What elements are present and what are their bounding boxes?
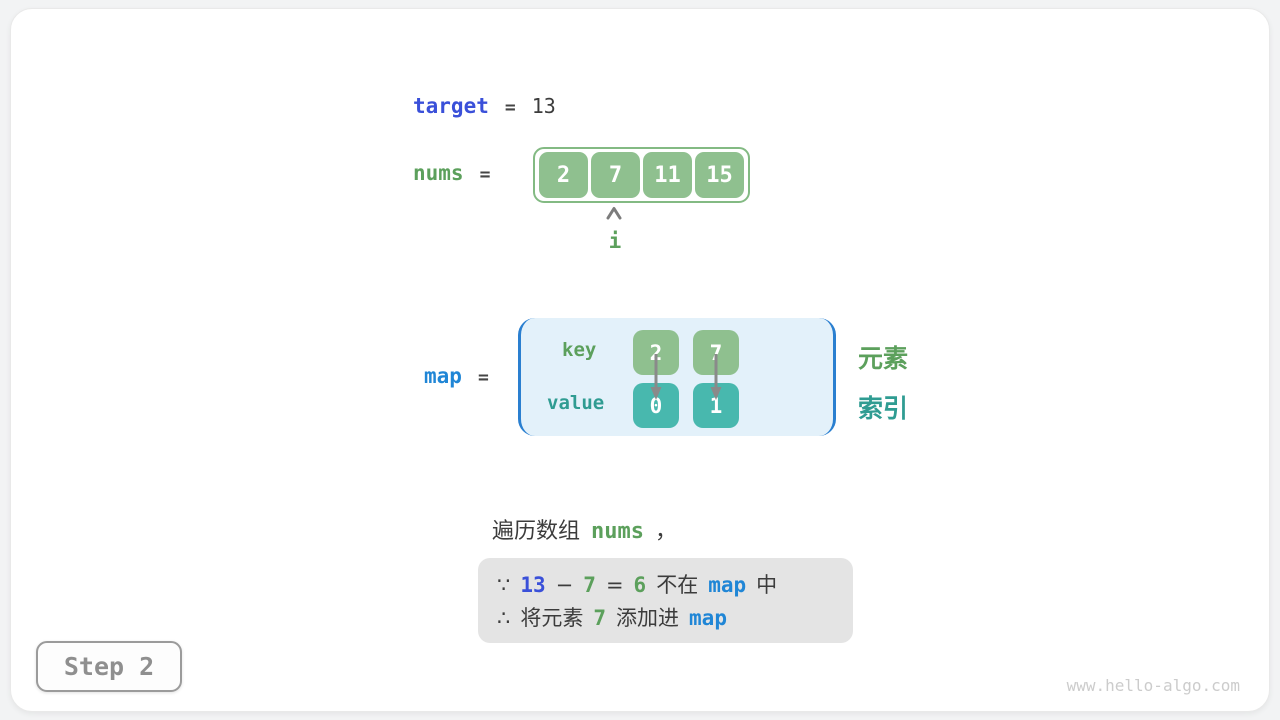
minus-sign: − [555, 573, 574, 597]
into-text: 添加进 [616, 606, 680, 630]
minuend-value: 13 [520, 573, 546, 597]
step-badge: Step 2 [36, 641, 182, 692]
caption-nums-keyword: nums [591, 519, 644, 544]
array-cell: 2 [539, 152, 588, 198]
index-pointer-label: i [608, 229, 622, 253]
key-to-value-arrow-icon [650, 354, 662, 400]
element-label: 元素 [858, 344, 909, 373]
map-key-cell: 7 [693, 330, 739, 375]
caption-comma: ， [655, 519, 678, 544]
key-to-value-arrow-icon [710, 354, 722, 400]
add-text: 将元素 [520, 606, 584, 630]
not-in-text: 不在 [656, 573, 699, 597]
map-keyword: map [424, 364, 462, 388]
conclusion-note: ∵ 13 − 7 = 6 不在 map 中 ∴ 将元素 7 添加进 map [478, 558, 853, 643]
element-value: 7 [593, 606, 607, 630]
equals-sign: = [504, 97, 516, 118]
because-symbol: ∵ [497, 573, 511, 597]
equals-sign: = [479, 164, 491, 185]
map-key-row-label: key [562, 339, 597, 361]
map-container: key value 2 7 0 1 [518, 318, 836, 436]
conclusion-line-2: ∴ 将元素 7 添加进 map [497, 603, 834, 633]
target-value: 13 [531, 94, 556, 118]
array-cell: 7 [591, 152, 640, 198]
array-cell: 11 [643, 152, 692, 198]
equals-sign: = [477, 367, 489, 388]
caption-line: 遍历数组 nums ， [492, 513, 677, 545]
therefore-symbol: ∴ [497, 606, 511, 630]
nums-keyword: nums [413, 161, 464, 185]
equals-sign: = [605, 573, 624, 597]
watermark: www.hello-algo.com [1066, 676, 1240, 695]
conclusion-line-1: ∵ 13 − 7 = 6 不在 map 中 [497, 570, 834, 600]
pointer-caret-icon [606, 207, 622, 220]
difference-value: 6 [633, 573, 647, 597]
array-cell: 15 [695, 152, 744, 198]
suffix-text: 中 [756, 573, 778, 597]
nums-assignment: nums = [413, 161, 490, 185]
map-value-row-label: value [547, 392, 605, 414]
nums-array: 2 7 11 15 [533, 147, 750, 203]
target-keyword: target [413, 94, 489, 118]
map-assignment: map = [424, 364, 489, 388]
subtrahend-value: 7 [583, 573, 596, 597]
target-assignment: target = 13 [413, 94, 556, 118]
index-label: 索引 [858, 394, 909, 423]
map-keyword: map [708, 573, 747, 597]
caption-prefix: 遍历数组 [492, 519, 581, 544]
map-keyword: map [689, 606, 727, 630]
